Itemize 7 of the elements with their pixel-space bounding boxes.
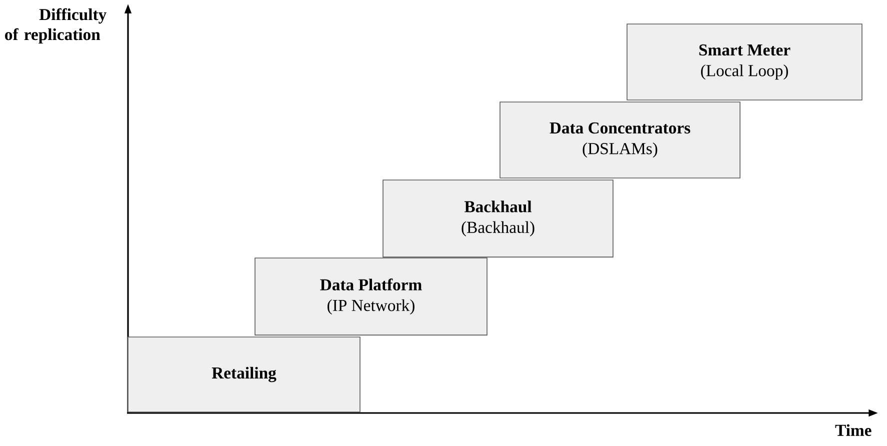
step-box: Smart Meter (Local Loop)	[626, 24, 862, 100]
step-box: Retailing	[128, 336, 360, 412]
axis-label: Time	[835, 424, 872, 436]
step-box: Backhaul (Backhaul)	[382, 180, 614, 258]
step-box: Data Platform (IP Network)	[254, 258, 488, 336]
axis-label: Difficulty of replication	[5, 8, 106, 44]
step-box: Data Concentrators (DSLAMs)	[500, 102, 740, 178]
